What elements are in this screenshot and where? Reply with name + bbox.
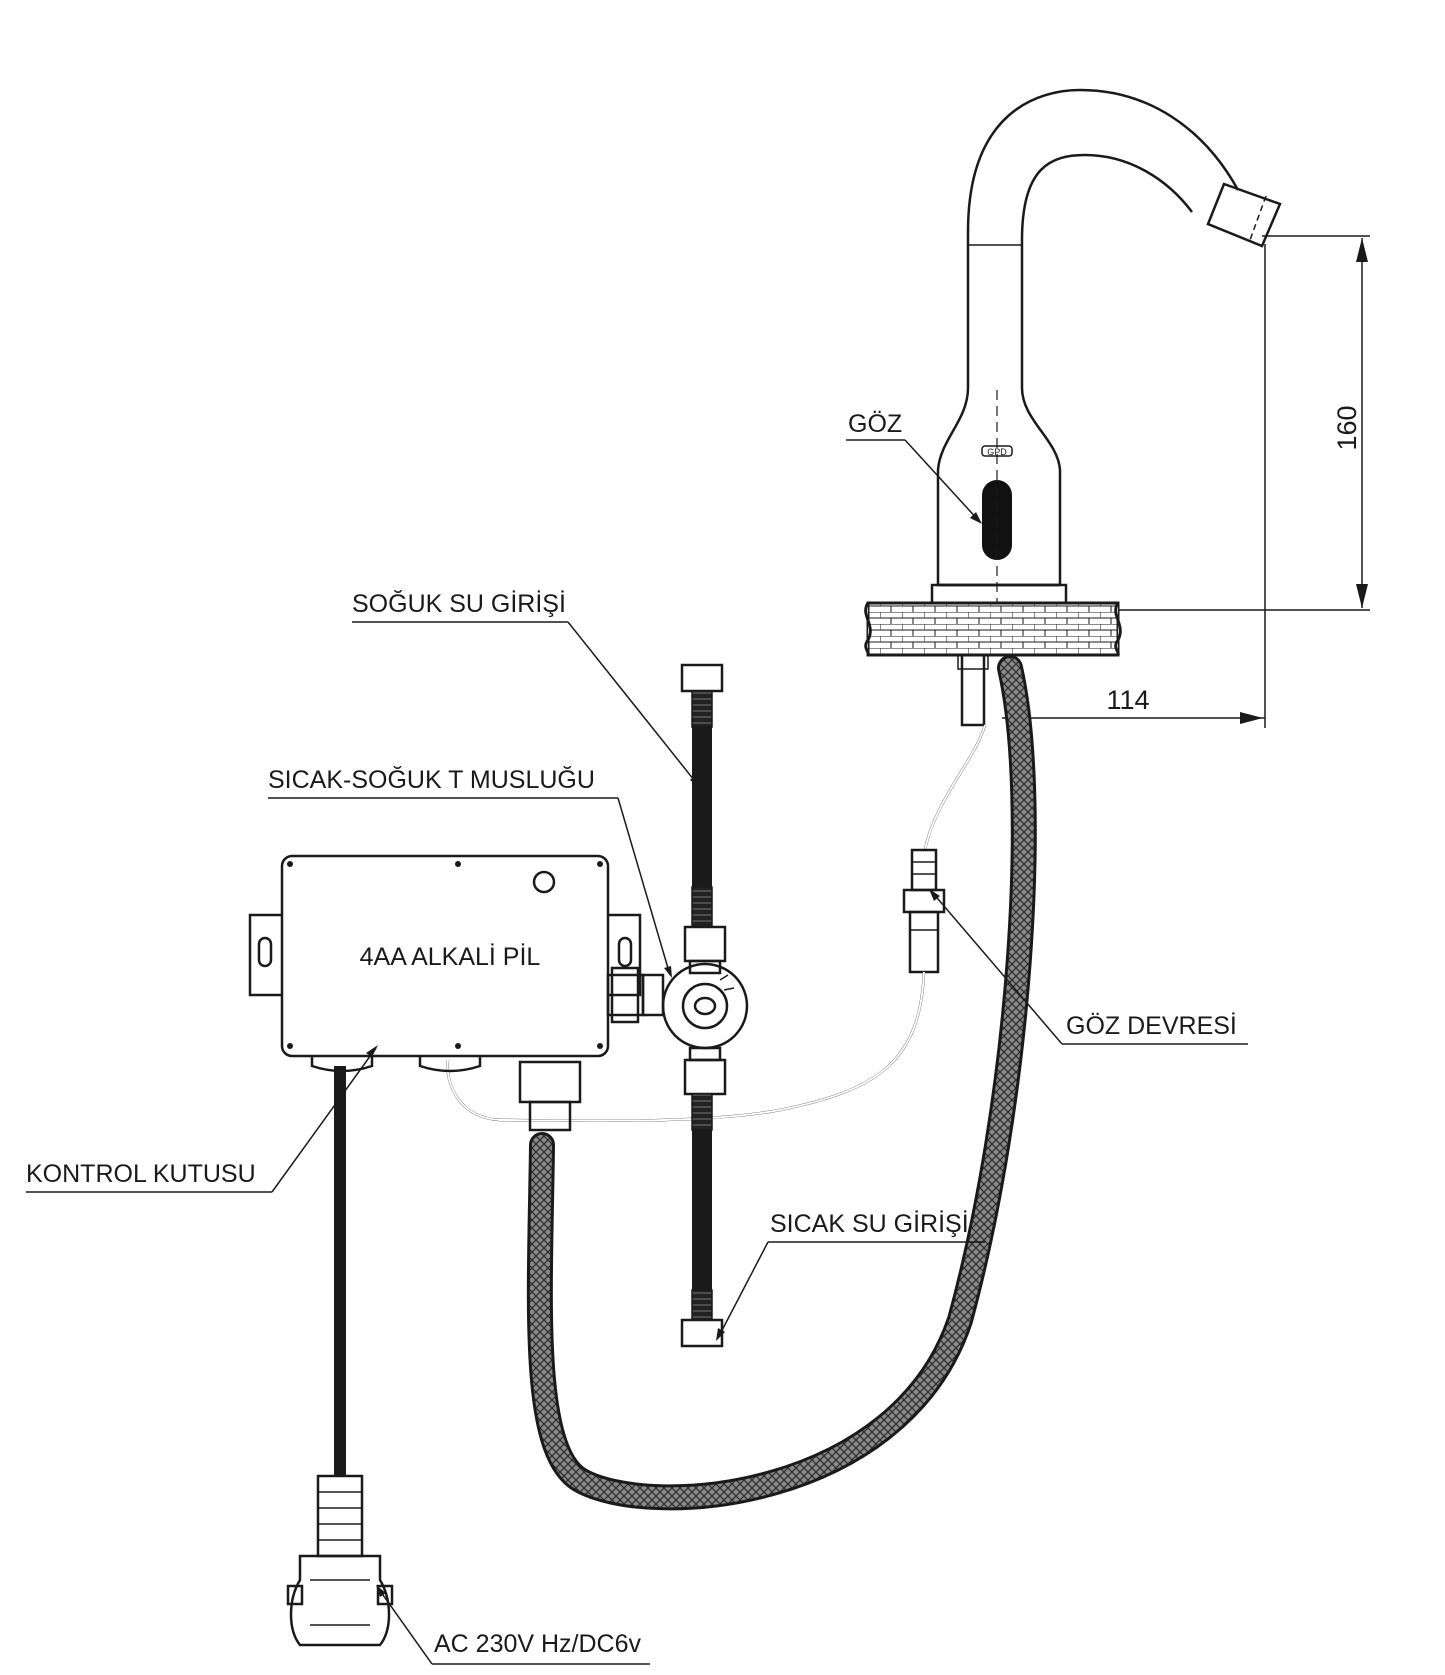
label-power: AC 230V Hz/DC6v — [434, 1630, 642, 1658]
callout-kontrol-kutusu: KONTROL KUTUSU — [26, 1045, 378, 1193]
dimension-reach-value: 114 — [1106, 685, 1149, 715]
t-valve — [641, 925, 749, 1096]
cold-water-hose — [680, 663, 724, 928]
label-sicak-su-girisi: SICAK SU GİRİŞİ — [770, 1209, 969, 1238]
callout-goz-devresi: GÖZ DEVRESİ — [929, 889, 1248, 1045]
label-kontrol-kutusu: KONTROL KUTUSU — [26, 1160, 256, 1188]
label-t-muslugu: SICAK-SOĞUK T MUSLUĞU — [268, 765, 595, 794]
callout-soguk-su-girisi: SOĞUK SU GİRİŞİ — [352, 589, 700, 788]
label-soguk-su-girisi: SOĞUK SU GİRİŞİ — [352, 589, 566, 618]
label-goz-devresi: GÖZ DEVRESİ — [1066, 1011, 1237, 1040]
dimension-height-value: 160 — [1332, 405, 1362, 450]
faucet-spout — [966, 88, 1240, 388]
countertop — [864, 601, 1122, 657]
callout-power: AC 230V Hz/DC6v — [376, 1585, 650, 1665]
callout-goz: GÖZ — [846, 410, 982, 524]
callout-t-muslugu: SICAK-SOĞUK T MUSLUĞU — [268, 765, 672, 978]
power-plug — [286, 1554, 394, 1647]
power-cable — [316, 1066, 364, 1558]
aerator — [1206, 182, 1282, 248]
callout-sicak-su-girisi: SICAK SU GİRİŞİ — [716, 1209, 985, 1341]
sensor-cable — [923, 724, 987, 851]
dimension-reach: 114 — [1002, 244, 1266, 728]
hot-water-hose — [680, 1093, 724, 1348]
mounting-shank — [960, 653, 986, 727]
sensor-connector — [902, 848, 946, 974]
braided-supply-hose — [526, 655, 1037, 1511]
label-goz: GÖZ — [848, 410, 902, 438]
svg-text:GPD: GPD — [987, 447, 1007, 457]
faucet: GPD — [930, 88, 1282, 650]
battery-label: 4AA ALKALİ PİL — [360, 942, 541, 971]
dimension-height: 160 — [1118, 235, 1370, 611]
control-box: 4AA ALKALİ PİL — [248, 854, 645, 1132]
